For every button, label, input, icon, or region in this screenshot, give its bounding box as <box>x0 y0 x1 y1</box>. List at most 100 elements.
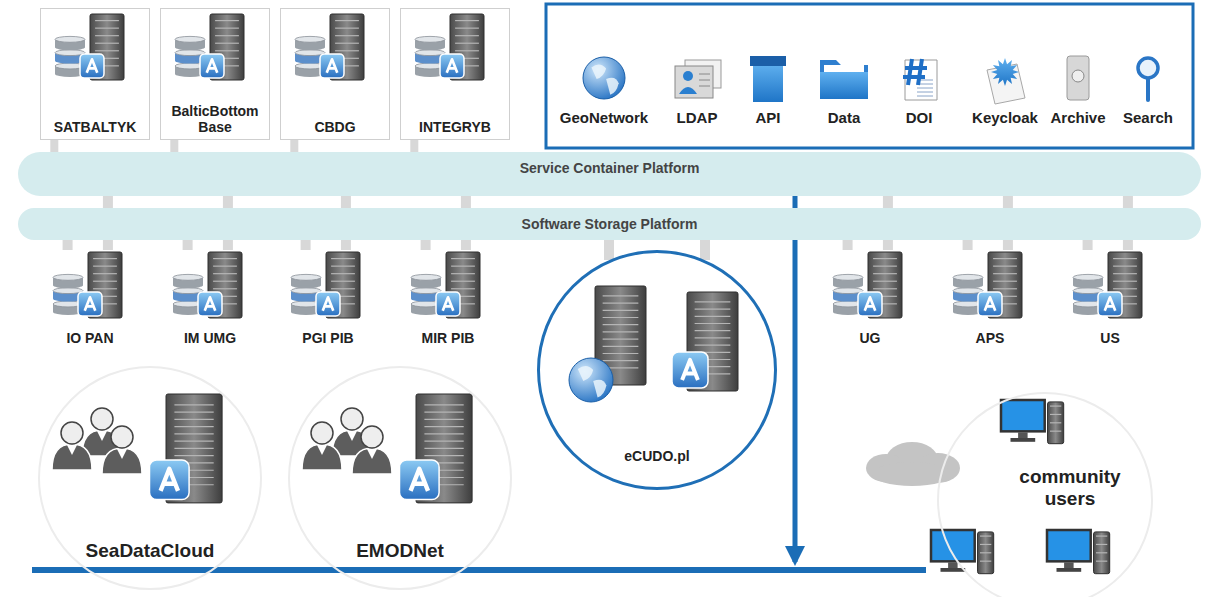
server-slot <box>424 404 463 405</box>
app-badge <box>316 292 340 316</box>
server-slot <box>95 20 119 21</box>
server-slot <box>1113 281 1137 282</box>
server-slot <box>215 28 239 29</box>
server-slot <box>980 544 991 545</box>
app-badge <box>858 292 882 316</box>
server-slot <box>1096 535 1107 536</box>
globe-icon <box>583 57 625 99</box>
monitor-base <box>941 568 966 572</box>
server-slot <box>451 273 475 274</box>
doi-hash <box>903 59 927 85</box>
server-slot <box>603 310 639 311</box>
pillar-connector <box>183 240 193 250</box>
server-slot <box>174 441 213 442</box>
server-slot <box>95 43 119 44</box>
app-badge-mark <box>682 360 698 380</box>
institution-server: IM UMG <box>154 250 266 350</box>
server-slot <box>174 412 213 413</box>
server-slot <box>603 303 639 304</box>
app-badge <box>200 54 224 78</box>
pillar-connector <box>604 240 614 260</box>
pillar-connector <box>843 240 853 250</box>
server-slot <box>95 50 119 51</box>
person-head <box>311 422 333 444</box>
database-disc <box>411 274 441 280</box>
monitor <box>931 530 975 561</box>
node-label: DOI <box>906 109 933 126</box>
database-disc <box>55 50 85 56</box>
server-slot <box>1050 414 1061 415</box>
server-slot <box>424 448 463 449</box>
search-lens <box>1138 58 1158 78</box>
server-slot <box>424 441 463 442</box>
node-label: SeaDataCloud <box>86 540 215 562</box>
server-slot <box>1096 544 1107 545</box>
server-slot <box>215 50 239 51</box>
node-label: US <box>1100 330 1119 346</box>
server-slot <box>695 345 731 346</box>
person-head <box>341 408 363 430</box>
server-slot <box>603 317 639 318</box>
database-server-box: SATBALTYK <box>40 8 150 140</box>
server-slot <box>174 433 213 434</box>
node-label: API <box>755 109 780 126</box>
monitor-stand <box>1018 432 1028 438</box>
ldap-line <box>699 74 710 75</box>
database-disc <box>291 274 321 280</box>
server-slot <box>215 35 239 36</box>
server-slot <box>424 426 463 427</box>
app-badge-mark <box>447 59 458 72</box>
server-slot <box>451 258 475 259</box>
service-item: GeoNetwork <box>556 44 653 132</box>
server-slot <box>1050 431 1061 432</box>
pillar-connector <box>700 240 710 260</box>
server-slot <box>603 339 639 340</box>
service-item: Data <box>802 44 886 132</box>
ldap-person <box>683 71 693 81</box>
node-label: BalticBottom Base <box>165 103 265 135</box>
database-disc <box>173 288 203 294</box>
person-body <box>102 448 142 474</box>
globe-land <box>591 65 606 79</box>
app-badge <box>436 292 460 316</box>
app-badge <box>320 54 344 78</box>
node-label: SATBALTYK <box>54 119 137 135</box>
app-badge <box>400 460 440 500</box>
person-collar <box>117 449 127 459</box>
server-slot <box>424 412 463 413</box>
pillar-connector <box>290 140 298 152</box>
server-slot <box>213 281 237 282</box>
server-slot <box>695 337 731 338</box>
service-item: Search <box>1106 44 1190 132</box>
pillar-connector <box>1083 240 1093 250</box>
node-label: INTEGRYB <box>419 119 491 135</box>
node-label: MIR PIB <box>422 330 475 346</box>
server-slot <box>331 266 355 267</box>
person-collar <box>97 431 107 441</box>
database-disc <box>53 274 83 280</box>
person-collar <box>67 445 77 455</box>
database-disc <box>291 288 321 294</box>
server-slot <box>1113 258 1137 259</box>
doi-line <box>917 88 933 89</box>
institution-server: PGI PIB <box>272 250 384 350</box>
server-slot <box>93 258 117 259</box>
node-label: EMODNet <box>356 540 444 562</box>
api-icon-top <box>750 56 786 66</box>
server-tower <box>1048 402 1064 444</box>
person-body <box>52 444 92 470</box>
app-badge <box>672 352 708 388</box>
server-slot <box>335 43 359 44</box>
server-slot <box>603 360 639 361</box>
node-label: IM UMG <box>184 330 236 346</box>
server-slot <box>455 43 479 44</box>
node-label: LDAP <box>677 109 718 126</box>
server-slot <box>993 266 1017 267</box>
monitor-base <box>1011 438 1036 442</box>
server-slot <box>695 330 731 331</box>
server-slot <box>1050 422 1061 423</box>
person-head <box>361 426 383 448</box>
